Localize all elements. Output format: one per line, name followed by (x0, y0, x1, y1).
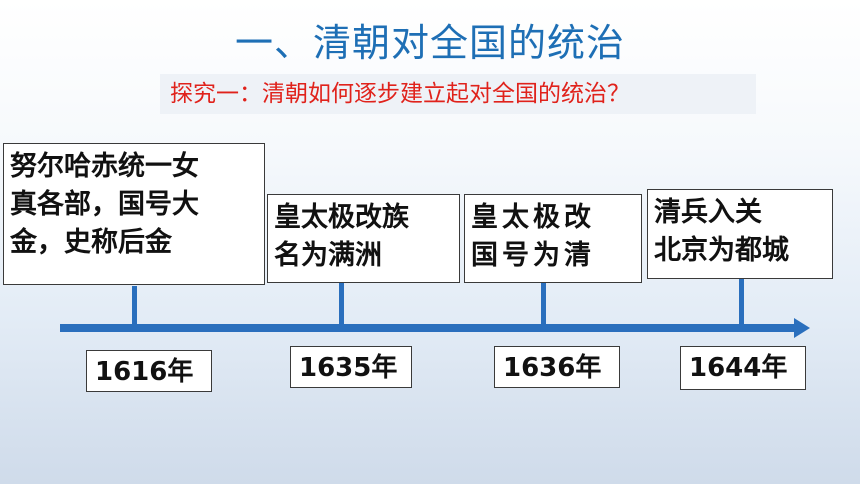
inquiry-question: 探究一：清朝如何逐步建立起对全国的统治？ (160, 74, 756, 114)
year-label-1616: 1616年 (86, 350, 212, 392)
event-box-1616: 努尔哈赤统一女 真各部，国号大 金，史称后金 (3, 143, 265, 285)
event-box-1644: 清兵入关 北京为都城 (647, 189, 833, 279)
timeline-arrow-icon (794, 318, 810, 338)
year-label-1635: 1635年 (290, 346, 412, 388)
year-label-1644: 1644年 (680, 346, 806, 390)
connector-1636 (541, 283, 546, 326)
connector-1616 (132, 286, 137, 326)
year-label-1636: 1636年 (494, 346, 620, 388)
event-box-1635: 皇太极改族 名为满洲 (267, 194, 460, 283)
timeline-axis (60, 324, 798, 332)
connector-1644 (739, 279, 744, 326)
event-box-1636: 皇太极改 国号为清 (464, 194, 642, 283)
connector-1635 (339, 283, 344, 326)
slide-title: 一、清朝对全国的统治 (234, 21, 625, 65)
